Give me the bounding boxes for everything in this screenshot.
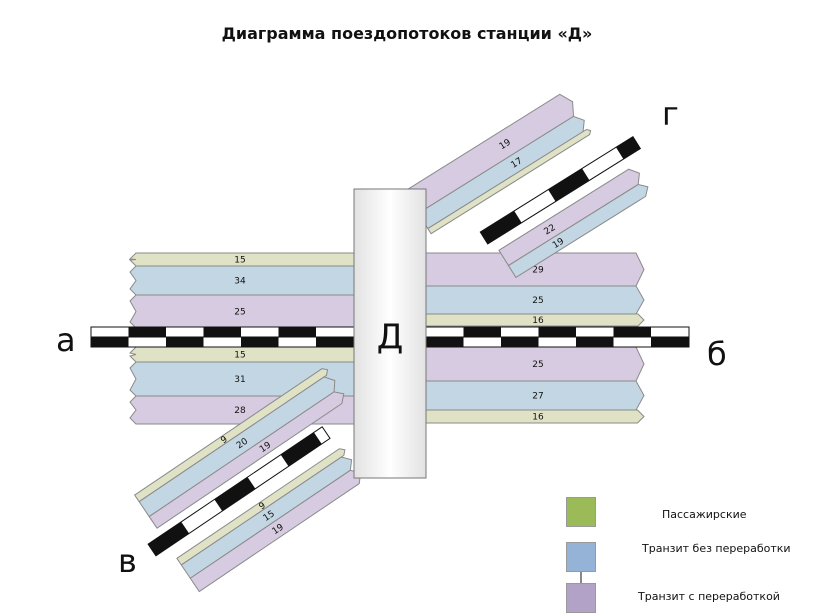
- flow-value-a-0: 15: [234, 256, 245, 266]
- flow-v-outer-band-1: [138, 376, 336, 518]
- track-a-tie-4: [241, 337, 279, 347]
- flow-value-a-1: 34: [234, 277, 246, 287]
- flow-value-b-1: 25: [532, 296, 543, 306]
- direction-label-v: в: [118, 542, 137, 580]
- flow-value-a-5: 28: [234, 406, 246, 416]
- track-b-tie-5: [613, 327, 651, 337]
- track-a-tie-2: [166, 337, 204, 347]
- track-a: [90, 326, 357, 348]
- flow-v-outer-value-0: 9: [219, 435, 230, 447]
- track-v-tie-2: [214, 477, 256, 512]
- legend-swatch-passenger: [566, 497, 596, 527]
- flow-value-b-0: 29: [532, 266, 544, 276]
- track-a-tie-3: [203, 327, 241, 337]
- flow-value-b-5: 16: [532, 413, 544, 423]
- legend-swatch-transit-no-processing: [566, 542, 596, 572]
- track-b-tie-1: [463, 327, 501, 337]
- track-v-tie-0: [148, 521, 190, 556]
- legend-swatch-transit-with-processing: [566, 583, 596, 613]
- track-g-tie-2: [548, 168, 590, 202]
- flow-v-outer-band-2: [148, 391, 345, 529]
- direction-label-a: а: [56, 321, 76, 359]
- flow-v-inner-band-1: [180, 456, 353, 579]
- track-g-tie-0: [480, 210, 522, 244]
- flow-v-inner-value-0: 9: [257, 501, 268, 513]
- track-a-tie-6: [316, 337, 354, 347]
- station-label: Д: [377, 317, 404, 357]
- flow-v-outer-band-0: [133, 368, 329, 503]
- flow-value-b-3: 25: [532, 360, 543, 370]
- track-b-tie-2: [501, 337, 539, 347]
- station-box: [353, 188, 427, 479]
- legend-label-transit-with-processing: Транзит с переработкой: [638, 590, 780, 603]
- track-b-tie-0: [426, 337, 464, 347]
- flow-value-a-4: 31: [234, 375, 245, 385]
- track-a-tie-5: [278, 327, 316, 337]
- flow-value-b-2: 16: [532, 316, 544, 326]
- track-b-tie-4: [576, 337, 614, 347]
- track-b-tie-6: [651, 337, 689, 347]
- track-a-tie-1: [128, 327, 166, 337]
- flow-value-a-3: 15: [234, 351, 245, 361]
- flow-v-inner-band-0: [176, 448, 346, 566]
- track-g: [479, 135, 642, 245]
- direction-label-g: г: [662, 95, 679, 133]
- track-a-tie-0: [91, 337, 129, 347]
- track-b-tie-3: [538, 327, 576, 337]
- flow-value-a-2: 25: [234, 308, 245, 318]
- legend-label-passenger: Пассажирские: [662, 508, 747, 521]
- track-v-tie-4: [280, 432, 322, 467]
- track-v: [147, 426, 331, 557]
- flow-g-outer-band-2: [427, 128, 592, 235]
- legend-label-transit-no-processing: Транзит без переработки: [642, 542, 791, 555]
- diagram-title: Диаграмма поездопотоков станции «Д»: [221, 24, 593, 43]
- direction-label-b: б: [707, 335, 727, 373]
- track-g-tie-4: [615, 136, 641, 160]
- flow-g-inner-band-0: [498, 168, 640, 267]
- flow-g-inner-band-1: [507, 183, 649, 279]
- track-b: [425, 326, 690, 348]
- flow-value-b-4: 27: [532, 392, 543, 402]
